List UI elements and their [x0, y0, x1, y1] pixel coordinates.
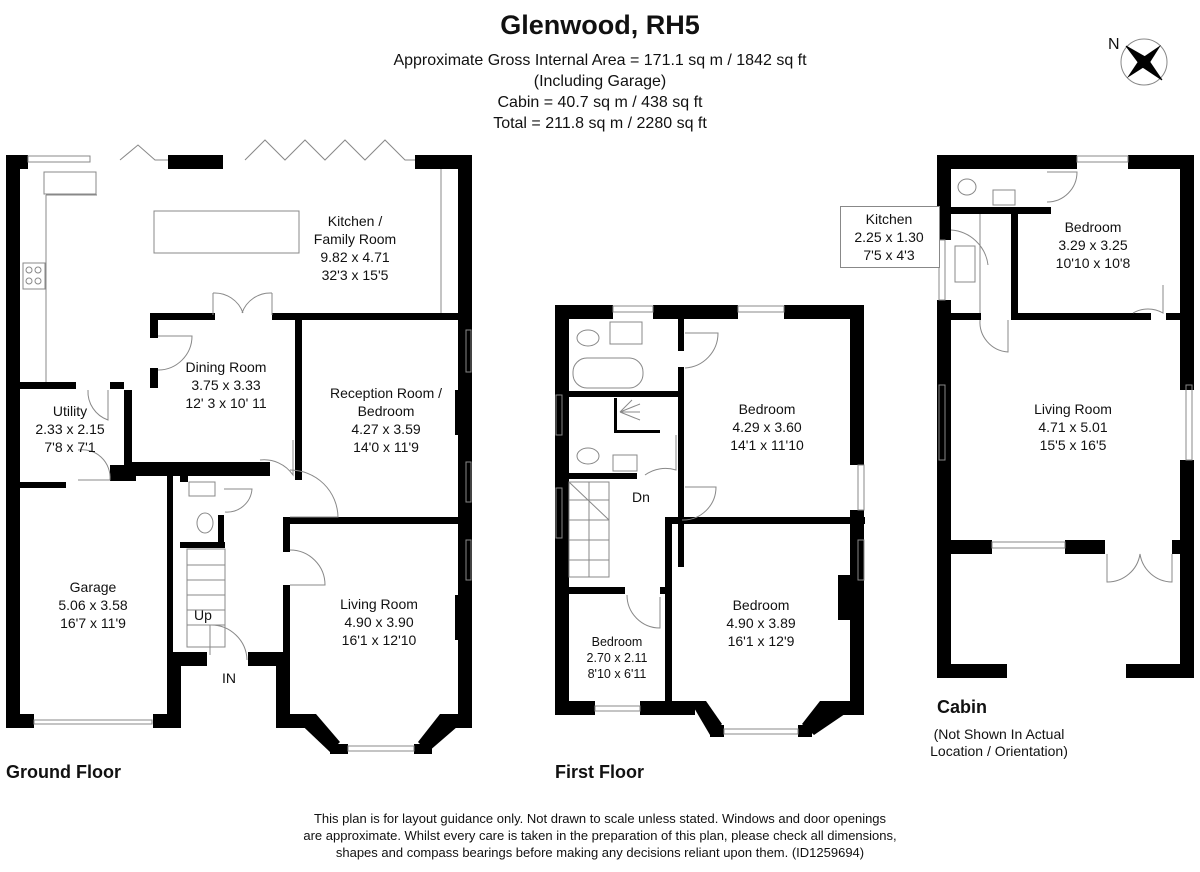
room-imperial: 32'3 x 15'5: [321, 267, 389, 283]
cabin-kitchen-callout: [840, 206, 940, 268]
room-metric: 4.27 x 3.59: [351, 421, 421, 437]
cabin-note-line2: Location / Orientation): [930, 743, 1068, 759]
room-label-dining: Dining Room 3.75 x 3.33 12' 3 x 10' 11: [185, 358, 266, 412]
room-name: Garage: [69, 579, 117, 595]
cabin-area-text: Cabin = 40.7 sq m / 438 sq ft: [497, 94, 703, 111]
cabin-note-line1: (Not Shown In Actual: [933, 726, 1065, 742]
room-imperial: 16'1 x 12'9: [727, 633, 795, 649]
including-garage-text: (Including Garage): [533, 73, 667, 90]
room-imperial: 14'1 x 11'10: [730, 437, 804, 453]
room-imperial: 14'0 x 11'9: [353, 439, 419, 455]
room-name: Reception Room /: [329, 385, 443, 401]
walls: [6, 155, 1194, 754]
room-label-bedroom-3: Bedroom 2.70 x 2.11 8'10 x 6'11: [587, 634, 648, 682]
room-name: Kitchen: [865, 211, 913, 227]
room-metric: 5.06 x 3.58: [58, 597, 128, 613]
room-label-cabin-bedroom: Bedroom 3.29 x 3.25 10'10 x 10'8: [1056, 218, 1131, 272]
room-imperial: 10'10 x 10'8: [1055, 255, 1131, 271]
disclaimer: This plan is for layout guidance only. N…: [0, 810, 1200, 861]
disclaimer-line1: This plan is for layout guidance only. N…: [313, 811, 887, 826]
room-imperial: 7'8 x 7'1: [44, 439, 96, 455]
room-imperial: 16'7 x 11'9: [60, 615, 126, 631]
stairs-up-label: Up: [194, 607, 212, 623]
room-metric: 4.90 x 3.89: [726, 615, 796, 631]
room-label-kitchen-family: Kitchen / Family Room 9.82 x 4.71 32'3 x…: [314, 212, 396, 284]
room-name: Living Room: [1034, 401, 1112, 417]
room-name: Dining Room: [185, 359, 267, 375]
room-label-living-room: Living Room 4.90 x 3.90 16'1 x 12'10: [340, 595, 418, 649]
room-metric: 9.82 x 4.71: [320, 249, 390, 265]
room-imperial: 16'1 x 12'10: [341, 632, 417, 648]
north-label: N: [1108, 36, 1120, 53]
ground-floor-heading: Ground Floor: [6, 762, 121, 782]
room-imperial: 7'5 x 4'3: [863, 247, 915, 263]
room-metric: 3.75 x 3.33: [191, 377, 261, 393]
cabin-heading: Cabin: [937, 697, 988, 717]
room-imperial: 12' 3 x 10' 11: [185, 395, 267, 411]
room-metric: 3.29 x 3.25: [1058, 237, 1128, 253]
room-metric: 4.29 x 3.60: [732, 419, 802, 435]
room-label-utility: Utility 2.33 x 2.15 7'8 x 7'1: [35, 402, 104, 456]
room-imperial: 8'10 x 6'11: [587, 667, 647, 681]
room-label-reception: Reception Room / Bedroom 4.27 x 3.59 14'…: [330, 384, 442, 456]
plan-title: Glenwood, RH5: [500, 10, 700, 40]
fixtures: [22, 139, 1193, 752]
room-imperial: 15'5 x 16'5: [1039, 437, 1107, 453]
room-name-2: Family Room: [313, 231, 397, 247]
room-metric: 4.71 x 5.01: [1038, 419, 1108, 435]
disclaimer-line3: shapes and compass bearings before makin…: [335, 845, 865, 860]
room-metric: 2.33 x 2.15: [35, 421, 105, 437]
room-label-cabin-living: Living Room 4.71 x 5.01 15'5 x 16'5: [1034, 400, 1112, 454]
room-label-bedroom-1: Bedroom 4.90 x 3.89 16'1 x 12'9: [726, 596, 795, 650]
stairs-down-label: Dn: [632, 489, 650, 505]
cabin-note: (Not Shown In Actual Location / Orientat…: [918, 726, 1080, 760]
room-name: Kitchen /: [327, 213, 383, 229]
room-name: Living Room: [340, 596, 418, 612]
room-metric: 2.70 x 2.11: [586, 651, 648, 665]
entrance-label: IN: [222, 670, 236, 686]
gross-area-text: Approximate Gross Internal Area = 171.1 …: [393, 52, 807, 69]
disclaimer-line2: are approximate. Whilst every care is ta…: [303, 828, 897, 843]
room-name: Bedroom: [591, 635, 643, 649]
room-label-bedroom-2: Bedroom 4.29 x 3.60 14'1 x 11'10: [730, 400, 804, 454]
first-floor-heading: First Floor: [555, 762, 644, 782]
total-area-text: Total = 211.8 sq m / 2280 sq ft: [493, 115, 707, 132]
room-label-cabin-kitchen: Kitchen 2.25 x 1.30 7'5 x 4'3: [854, 210, 923, 264]
room-metric: 4.90 x 3.90: [344, 614, 414, 630]
room-name: Bedroom: [1064, 219, 1122, 235]
room-name: Utility: [52, 403, 88, 419]
compass-rose-icon: [1120, 38, 1168, 86]
room-metric: 2.25 x 1.30: [854, 229, 924, 245]
room-name-2: Bedroom: [357, 403, 415, 419]
room-name: Bedroom: [732, 597, 790, 613]
room-name: Bedroom: [738, 401, 796, 417]
room-label-garage: Garage 5.06 x 3.58 16'7 x 11'9: [58, 578, 127, 632]
